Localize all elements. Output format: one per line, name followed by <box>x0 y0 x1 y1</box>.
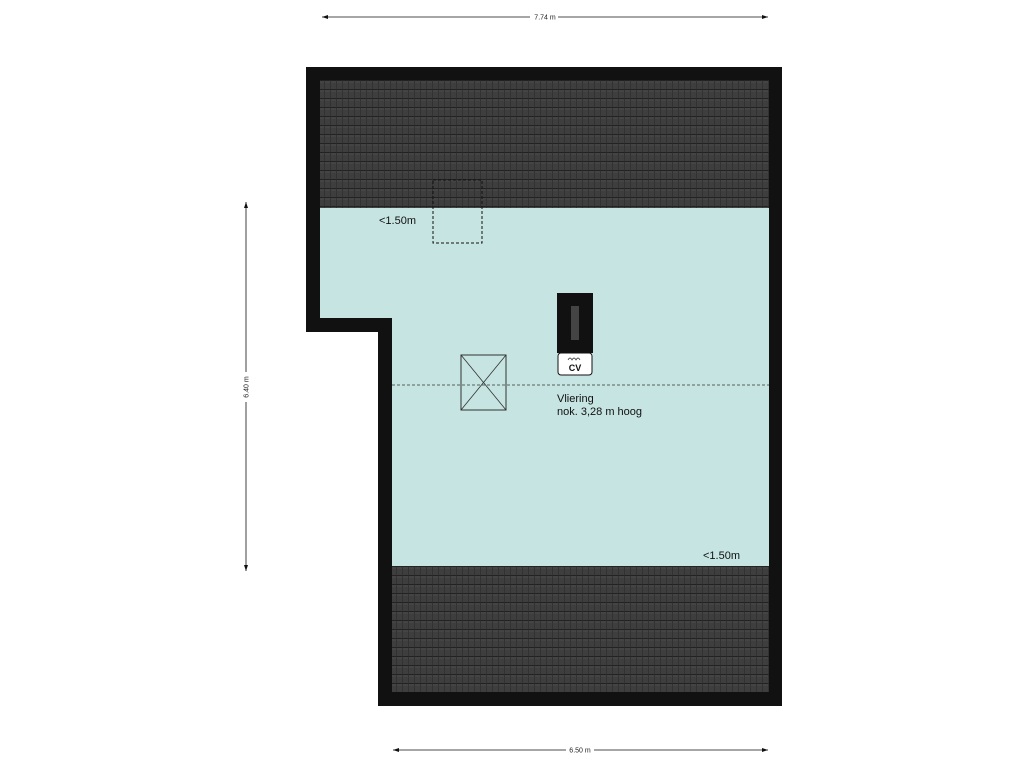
skylight-outline <box>432 179 483 244</box>
roof-tiles-top <box>320 80 769 208</box>
left-dimension-label: 6.40 m <box>244 376 251 398</box>
cv-boiler: CV <box>557 352 593 376</box>
chimney-flue <box>557 293 593 353</box>
top-dimension-label: 7.74 m <box>534 15 556 22</box>
low-height-label-top: <1.50m <box>379 215 416 227</box>
room-name: Vliering <box>557 393 594 405</box>
roof-hatch <box>460 354 507 411</box>
bottom-dimension-label: 6.50 m <box>569 748 591 755</box>
bottom-dimension: 6.50 m <box>393 746 768 755</box>
left-dimension: 6.40 m <box>242 202 251 571</box>
roof-tiles-bottom <box>392 566 769 692</box>
top-dimension: 7.74 m <box>322 13 768 22</box>
room-floor <box>320 208 769 566</box>
low-height-label-bottom: <1.50m <box>703 550 740 562</box>
ridge-height: nok. 3,28 m hoog <box>557 406 642 418</box>
cv-label: CV <box>569 363 582 373</box>
